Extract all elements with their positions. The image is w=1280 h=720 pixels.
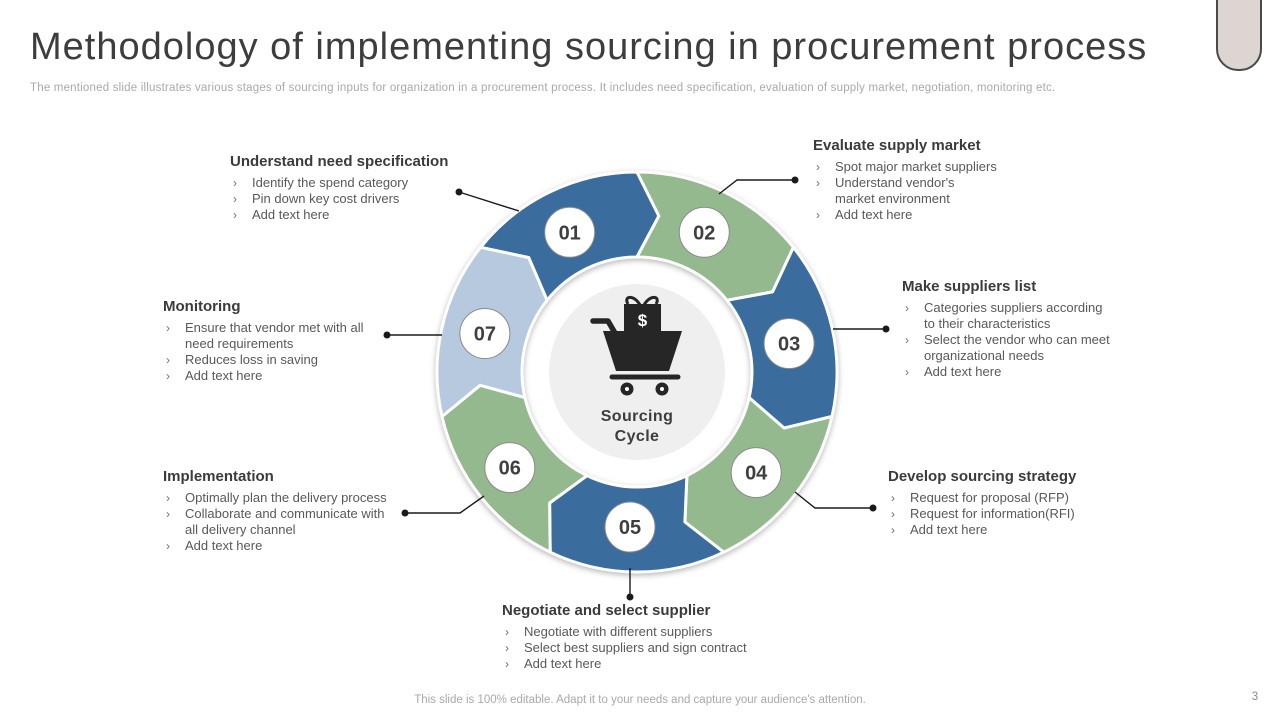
center-label-line1: Sourcing bbox=[601, 408, 674, 425]
bullet-text: Reduces loss in saving bbox=[185, 352, 318, 367]
cart-wheel-center bbox=[625, 387, 629, 391]
badge-number-06: 06 bbox=[499, 458, 521, 480]
page-subtitle: The mentioned slide illustrates various … bbox=[30, 82, 1056, 94]
bullet-text: to their characteristics bbox=[924, 316, 1051, 331]
badge-number-01: 01 bbox=[559, 222, 581, 244]
bullet-marker: › bbox=[905, 301, 909, 315]
bullet-marker: › bbox=[891, 491, 895, 505]
badge-circle-05 bbox=[604, 501, 656, 553]
bullet-text: Negotiate with different suppliers bbox=[524, 624, 713, 639]
bullet-text: Identify the spend category bbox=[252, 175, 409, 190]
shopping-cart-icon: $ bbox=[590, 295, 682, 396]
badge-circle-07 bbox=[459, 308, 511, 359]
center-circle bbox=[549, 284, 725, 460]
gift-bow-icon bbox=[625, 295, 642, 306]
bullet-text: Optimally plan the delivery process bbox=[185, 490, 387, 505]
stage-title: Understand need specification bbox=[230, 153, 449, 170]
footer-note: This slide is 100% editable. Adapt it to… bbox=[414, 694, 866, 706]
cart-wheel-center bbox=[660, 387, 664, 391]
connector-stage-06 bbox=[405, 495, 485, 514]
bullet-marker: › bbox=[233, 192, 237, 206]
stage-title: Develop sourcing strategy bbox=[888, 468, 1077, 485]
connector-lines bbox=[383, 176, 890, 601]
page-title: Methodology of implementing sourcing in … bbox=[30, 26, 1148, 68]
bullet-text: Ensure that vendor met with all bbox=[185, 320, 364, 335]
badge-circle-06 bbox=[484, 442, 536, 494]
cart-basket bbox=[603, 331, 682, 371]
badge-circle-04 bbox=[730, 447, 782, 499]
gift-box-icon bbox=[624, 304, 661, 335]
gift-bow-icon bbox=[642, 295, 659, 306]
bullet-text: market environment bbox=[835, 191, 950, 206]
badge-number-05: 05 bbox=[619, 517, 641, 539]
bullet-text: need requirements bbox=[185, 336, 294, 351]
stage-block-monitoring: Monitoring › Ensure that vendor met with… bbox=[163, 298, 388, 384]
bullet-marker: › bbox=[505, 625, 509, 639]
page-number: 3 bbox=[1251, 691, 1259, 703]
connector-stage-04 bbox=[794, 491, 873, 509]
badge-circle-01 bbox=[544, 206, 596, 258]
bullet-text: Pin down key cost drivers bbox=[252, 191, 400, 206]
bullet-text: Add text here bbox=[252, 207, 330, 222]
bullet-text: Request for information(RFI) bbox=[910, 506, 1075, 521]
stage-title: Evaluate supply market bbox=[813, 137, 981, 154]
connector-stage-01 bbox=[458, 191, 520, 212]
stage-block-evaluate-supply-market: Evaluate supply market › Spot major mark… bbox=[813, 137, 1023, 223]
connector-stage-02 bbox=[718, 179, 795, 195]
bullet-text: Add text here bbox=[910, 522, 988, 537]
dollar-sign: $ bbox=[638, 311, 648, 330]
bullet-marker: › bbox=[166, 507, 170, 521]
stage-number-badges: 01 02 03 04 05 06 07 bbox=[459, 206, 815, 553]
bullet-text: Collaborate and communicate with bbox=[185, 506, 385, 521]
bullet-marker: › bbox=[505, 641, 509, 655]
bullet-marker: › bbox=[505, 657, 509, 671]
bullet-text: Categories suppliers according bbox=[924, 300, 1103, 315]
badge-number-07: 07 bbox=[474, 324, 496, 346]
bullet-text: Select best suppliers and sign contract bbox=[524, 640, 747, 655]
bullet-marker: › bbox=[166, 369, 170, 383]
bullet-text: Request for proposal (RFP) bbox=[910, 490, 1069, 505]
bullet-text: Add text here bbox=[185, 538, 263, 553]
bullet-marker: › bbox=[905, 365, 909, 379]
bullet-text: all delivery channel bbox=[185, 522, 296, 537]
bullet-marker: › bbox=[166, 353, 170, 367]
bullet-marker: › bbox=[891, 523, 895, 537]
badge-number-04: 04 bbox=[745, 463, 768, 485]
center-label-line2: Cycle bbox=[615, 428, 660, 445]
bullet-text: Spot major market suppliers bbox=[835, 159, 997, 174]
stage-title: Monitoring bbox=[163, 298, 241, 315]
bullet-marker: › bbox=[905, 333, 909, 347]
bullet-marker: › bbox=[816, 208, 820, 222]
badge-circle-03 bbox=[763, 318, 815, 369]
bullet-text: Select the vendor who can meet bbox=[924, 332, 1110, 347]
badge-number-03: 03 bbox=[778, 334, 800, 356]
bullet-text: Add text here bbox=[185, 368, 263, 383]
bullet-text: Add text here bbox=[835, 207, 913, 222]
bullet-marker: › bbox=[166, 321, 170, 335]
stage-block-negotiate-and-select-supplier: Negotiate and select supplier › Negotiat… bbox=[502, 602, 772, 672]
bullet-marker: › bbox=[816, 160, 820, 174]
stage-title: Make suppliers list bbox=[902, 278, 1037, 295]
bullet-text: Understand vendor's bbox=[835, 175, 955, 190]
bullet-marker: › bbox=[166, 539, 170, 553]
bullet-marker: › bbox=[233, 208, 237, 222]
bullet-text: organizational needs bbox=[924, 348, 1044, 363]
bullet-marker: › bbox=[891, 507, 895, 521]
bullet-text: Add text here bbox=[524, 656, 602, 671]
cart-handle bbox=[590, 318, 618, 336]
stage-block-make-suppliers-list: Make suppliers list › Categories supplie… bbox=[902, 278, 1137, 380]
corner-decoration-shape bbox=[1216, 0, 1262, 71]
stage-block-develop-sourcing-strategy: Develop sourcing strategy › Request for … bbox=[888, 468, 1113, 538]
badge-circle-02 bbox=[678, 206, 730, 258]
stage-title: Implementation bbox=[163, 468, 274, 485]
stage-block-implementation: Implementation › Optimally plan the deli… bbox=[163, 468, 413, 554]
bullet-marker: › bbox=[166, 491, 170, 505]
badge-number-02: 02 bbox=[693, 222, 715, 244]
stage-block-understand-need-specification: Understand need specification › Identify… bbox=[230, 153, 480, 223]
bullet-text: Add text here bbox=[924, 364, 1002, 379]
bullet-marker: › bbox=[816, 176, 820, 190]
stage-title: Negotiate and select supplier bbox=[502, 602, 711, 619]
bullet-marker: › bbox=[233, 176, 237, 190]
